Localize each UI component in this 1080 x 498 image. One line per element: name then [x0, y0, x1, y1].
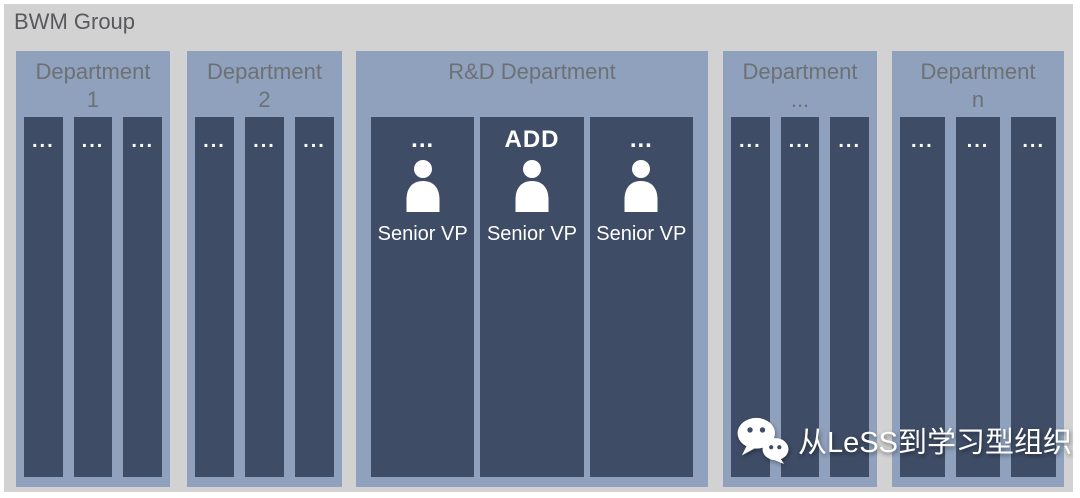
column-ellipsis: ...: [203, 130, 226, 152]
senior-vp-column: ... Senior VP: [371, 117, 475, 477]
column-ellipsis: ...: [966, 130, 990, 152]
senior-vp-column: ADD Senior VP: [480, 117, 584, 477]
wechat-watermark: 从LeSS到学习型组织: [736, 416, 1072, 464]
senior-vp-column: ... Senior VP: [589, 117, 693, 477]
department-n-title: Department n: [892, 51, 1064, 114]
department-ellipsis-title-line1: Department: [742, 59, 858, 84]
senior-vp-label: Senior VP: [486, 223, 578, 245]
department-1-title-line1: Department: [35, 59, 151, 84]
senior-vp-label: Senior VP: [377, 223, 468, 245]
column-ellipsis: ...: [303, 130, 326, 152]
column-ellipsis: ...: [838, 130, 862, 152]
column-ellipsis: ...: [411, 126, 435, 153]
department-2: Department 2 ... ... ...: [187, 51, 342, 487]
department-2-title-line2: 2: [258, 87, 271, 112]
column-ellipsis: ...: [629, 126, 653, 153]
bwm-group-frame: BWM Group Department 1 ... ... ... Depar: [4, 4, 1073, 492]
department-n: Department n ... ... ...: [892, 51, 1064, 487]
column-ellipsis: ...: [1022, 130, 1046, 152]
org-unit-column: ...: [780, 117, 820, 477]
department-2-title-line1: Department: [207, 59, 322, 84]
column-ellipsis: ...: [32, 130, 55, 152]
column-ellipsis: ...: [131, 130, 155, 152]
department-1: Department 1 ... ... ...: [16, 51, 170, 487]
person-icon: [406, 160, 440, 212]
department-n-columns: ... ... ...: [892, 117, 1064, 477]
org-unit-column: ...: [245, 117, 284, 477]
group-title: BWM Group: [14, 9, 136, 34]
column-ellipsis: ...: [81, 130, 105, 152]
column-ellipsis: ...: [788, 130, 812, 152]
department-1-columns: ... ... ...: [16, 117, 170, 477]
org-unit-column: ...: [123, 117, 163, 477]
org-unit-column: ...: [731, 117, 770, 477]
department-ellipsis: Department ... ... ... ...: [723, 51, 877, 487]
org-unit-column: ...: [830, 117, 870, 477]
column-ellipsis: ...: [253, 130, 276, 152]
column-ellipsis: ...: [739, 130, 762, 152]
department-rnd-columns: ... Senior VP ADD Senior VP: [356, 117, 708, 477]
org-unit-column: ...: [295, 117, 334, 477]
department-ellipsis-title: Department ...: [723, 51, 877, 114]
org-unit-column: ...: [1011, 117, 1057, 477]
department-n-title-line1: Department: [920, 59, 1036, 84]
org-unit-column: ...: [24, 117, 63, 477]
department-2-columns: ... ... ...: [187, 117, 342, 477]
org-unit-column: ...: [73, 117, 113, 477]
department-ellipsis-title-line2: ...: [790, 87, 810, 112]
add-label: ADD: [504, 126, 560, 153]
department-1-title-line2: 1: [86, 87, 100, 112]
org-unit-column: ...: [955, 117, 1001, 477]
person-icon: [515, 160, 549, 212]
person-icon: [624, 160, 658, 212]
org-unit-column: ...: [900, 117, 945, 477]
department-rnd: R&D Department ... Senior VP ADD: [356, 51, 708, 487]
department-1-title: Department 1: [16, 51, 170, 114]
senior-vp-label: Senior VP: [596, 223, 687, 245]
wechat-icon: [737, 417, 789, 464]
column-ellipsis: ...: [911, 130, 934, 152]
department-n-title-line2: n: [971, 87, 985, 112]
department-rnd-title: R&D Department: [356, 51, 708, 86]
org-unit-column: ...: [195, 117, 234, 477]
watermark-text: 从LeSS到学习型组织: [798, 427, 1072, 459]
department-rnd-title-line1: R&D Department: [448, 59, 616, 84]
department-2-title: Department 2: [187, 51, 342, 114]
department-ellipsis-columns: ... ... ...: [723, 117, 877, 477]
